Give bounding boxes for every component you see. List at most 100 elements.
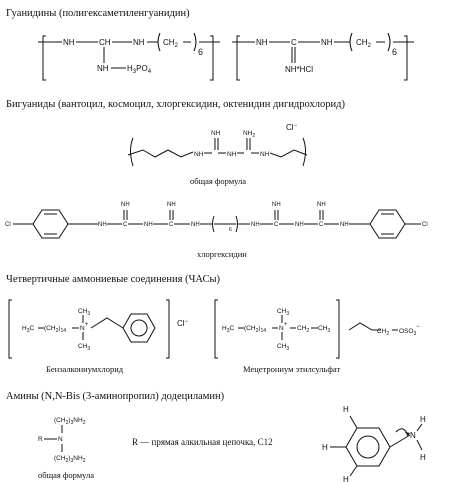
- nh-label: NH: [317, 202, 326, 208]
- nh-label: NH: [321, 38, 333, 47]
- bracket-right: [210, 35, 214, 81]
- nh-label: NH: [194, 151, 204, 158]
- bracket-left: [214, 299, 218, 359]
- counterion: Cl−: [286, 123, 298, 132]
- bracket-left: [42, 35, 46, 81]
- aromatic-circle: [130, 319, 148, 337]
- arm-label: (CH2)3NH2: [54, 455, 86, 464]
- chlorhexidine-caption: хлоргексидин: [197, 249, 247, 259]
- bond: [416, 439, 423, 451]
- h-label: H: [343, 405, 349, 414]
- bracket-left: [236, 35, 240, 81]
- h3c-label: H3C: [22, 325, 34, 334]
- bracket-left: [130, 137, 134, 167]
- nh2-label: NH2: [243, 130, 255, 139]
- paren-open: [212, 215, 215, 233]
- h-label: H: [322, 443, 328, 452]
- mecetronium-caption: Мецетрониум этилсульфат: [243, 364, 340, 374]
- ch-label: CH: [99, 38, 111, 47]
- c-label: C: [274, 222, 279, 228]
- nh-label: NH: [133, 38, 145, 47]
- bond: [349, 415, 358, 429]
- h3po4-label: H3PO4: [127, 64, 152, 75]
- paren-open: [349, 32, 353, 52]
- counterion: Cl−: [177, 319, 189, 328]
- alkyl-chain: [269, 149, 308, 158]
- arm-label: (CH2)3NH2: [54, 417, 86, 426]
- ch2-link: [90, 317, 124, 329]
- nh-label: NH: [251, 222, 260, 228]
- nh-label: NH: [272, 202, 281, 208]
- nh-label: NH: [227, 151, 237, 158]
- general-formula-caption: общая формула: [190, 176, 246, 186]
- c-label: C: [291, 38, 297, 47]
- nh-label: NH: [121, 202, 130, 208]
- ch3-label: CH3: [78, 308, 90, 317]
- n-plus-label: N+: [279, 322, 288, 332]
- repeat-count: 6: [198, 47, 203, 57]
- aniline-structure: H H H N H H: [322, 405, 426, 482]
- c-label: C: [123, 222, 128, 228]
- mecetronium-structure: H3C (CH2)14 N+ CH3 CH3 CH2 CH3 CH2: [214, 299, 420, 374]
- benzalkonium-structure: H3C (CH2)14 N+ CH3 CH3 Cl− Бензалкониумх…: [8, 299, 189, 374]
- arrow-head: [405, 432, 410, 436]
- ch2-label: CH2: [163, 38, 179, 49]
- benzene-ring: [345, 427, 391, 467]
- nh-label: NH: [256, 38, 268, 47]
- ch2-label: CH2: [377, 328, 389, 337]
- bracket-right: [404, 35, 408, 81]
- bracket-right: [166, 299, 170, 359]
- nh-label: NH: [191, 222, 200, 228]
- r-description: R — прямая алкильная цепочка, C12: [132, 437, 273, 447]
- oso3-label: OSO3−: [399, 324, 420, 337]
- bond: [349, 465, 358, 477]
- ch3-label: CH3: [277, 308, 289, 317]
- nh-label: NH: [167, 202, 176, 208]
- nh-label: NH: [295, 222, 304, 228]
- paren-open: [157, 32, 161, 52]
- ch3-label: CH3: [277, 343, 289, 352]
- n-label: N: [410, 431, 416, 440]
- alkyl-chain: [127, 149, 194, 158]
- c-label: C: [319, 222, 324, 228]
- bond: [416, 423, 423, 432]
- c-label: C: [169, 222, 174, 228]
- chain-label: (CH2)14: [44, 325, 66, 334]
- n-plus-label: N+: [80, 322, 89, 332]
- ch3-label: CH3: [78, 343, 90, 352]
- aromatic-circle: [356, 435, 380, 459]
- amine-caption: общая формула: [38, 470, 94, 480]
- bracket-right: [302, 137, 306, 167]
- benzene-ring: [122, 313, 156, 343]
- bracket-right: [336, 299, 340, 359]
- chain-label: (CH2)14: [244, 325, 266, 334]
- heading-guanidines: Гуанидины (полигексаметиленгуанидин): [6, 8, 190, 19]
- amine-general-structure: (CH2)3NH2 R N (CH2)3NH2 общая формула: [38, 417, 94, 480]
- h3c-label: H3C: [222, 325, 234, 334]
- bracket-left: [8, 299, 12, 359]
- cl-label: Cl: [422, 222, 428, 228]
- nh-label: NH: [144, 222, 153, 228]
- ch2-label: CH2: [297, 325, 309, 334]
- paren-close: [235, 215, 238, 233]
- phmg-hcl-structure: NH C NH CH2 6 NH*HCl: [232, 32, 414, 81]
- ch2-label: CH2: [356, 38, 372, 49]
- heading-quats: Четвертичные аммониевые соединения (ЧАСы…: [6, 274, 221, 285]
- h-label: H: [420, 415, 426, 424]
- repeat-count: 6: [229, 227, 232, 233]
- paren-close: [387, 32, 391, 52]
- nh-label: NH: [211, 130, 221, 137]
- paren-close: [193, 32, 197, 52]
- n-label: N: [58, 436, 63, 443]
- h-label: H: [420, 453, 426, 462]
- nh-label: NH: [340, 222, 349, 228]
- ethyl-chain: [348, 322, 381, 331]
- repeat-count: 6: [392, 47, 397, 57]
- ch3-label: CH3: [318, 325, 330, 334]
- nh-label: NH: [97, 64, 109, 73]
- nh-label: NH: [260, 151, 270, 158]
- nh-hcl-label: NH*HCl: [285, 65, 313, 74]
- nh-label: NH: [98, 222, 107, 228]
- phmg-phosphate-structure: NH CH NH CH2 6 NH H3PO4: [38, 32, 220, 81]
